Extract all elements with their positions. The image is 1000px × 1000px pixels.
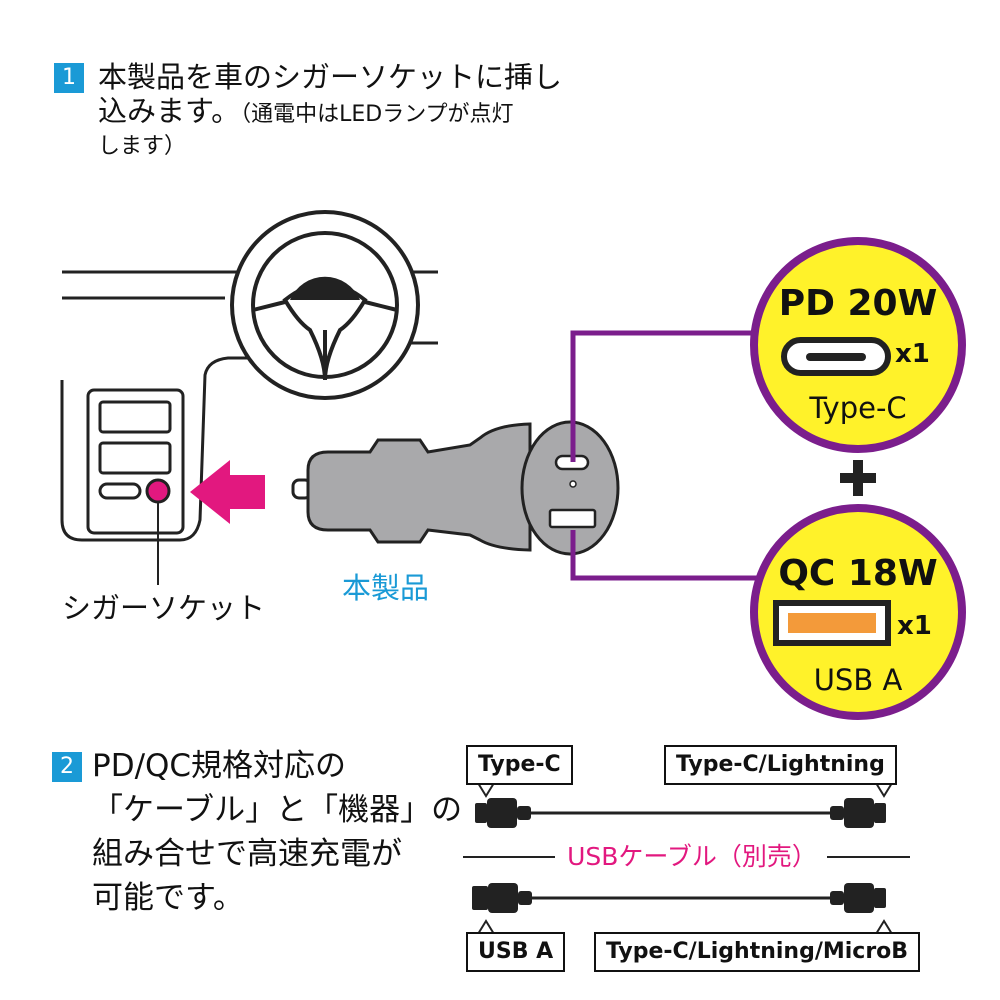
step-1-note: （通電中はLEDランプが点灯 <box>240 102 514 127</box>
led-lamp-icon <box>569 480 577 488</box>
cable-top-left-label: Type-C <box>466 745 573 785</box>
pd-count: x1 <box>895 339 930 369</box>
usb-cable-separate-label: USBケーブル（別売） <box>567 842 817 871</box>
step-1-instructions: 本製品を車のシガーソケットに挿し 込みます。（通電中はLEDランプが点灯 します… <box>98 60 598 162</box>
step-1-number: 1 <box>54 63 84 93</box>
usb-a-cable-icon <box>472 883 886 913</box>
cable-top-right-label: Type-C/Lightning <box>664 745 897 785</box>
step-2-instructions: PD/QC規格対応の 「ケーブル」と「機器」の 組み合せで高速充電が 可能です。 <box>92 744 463 920</box>
step-1-line-3: します） <box>98 134 187 159</box>
step-2-line-3: 組み合せで高速充電が <box>92 836 402 872</box>
qc-count: x1 <box>897 611 932 641</box>
qc-title: QC 18W <box>778 553 938 594</box>
cable-bottom-left-label: USB A <box>466 932 566 972</box>
step-2-line-2: 「ケーブル」と「機器」の <box>92 792 463 828</box>
cigar-socket-icon <box>145 478 171 504</box>
charger-body <box>291 420 620 556</box>
insert-arrow-icon <box>190 460 265 524</box>
step-2-number: 2 <box>52 752 82 782</box>
plus-icon <box>840 460 876 496</box>
dashboard-lines <box>60 270 438 542</box>
step-2-line-4: 可能です。 <box>92 880 244 916</box>
port-leader-lines <box>570 330 760 581</box>
qc-type: USB A <box>813 663 903 697</box>
step-2-line-1: PD/QC規格対応の <box>92 748 347 784</box>
socket-label: シガーソケット <box>62 591 266 625</box>
pd-title: PD 20W <box>778 283 938 324</box>
product-label: 本製品 <box>342 571 430 605</box>
step-1-line-2: 込みます。 <box>98 94 241 128</box>
steering-wheel-icon <box>230 210 420 400</box>
usb-c-cable-icon <box>475 798 886 828</box>
usb-a-port-icon <box>548 508 597 529</box>
step-1-line-1: 本製品を車のシガーソケットに挿し <box>98 60 563 94</box>
control-panel <box>86 388 185 535</box>
pd-type: Type-C <box>809 391 907 425</box>
steering-column <box>290 276 360 300</box>
cable-bottom-right-label: Type-C/Lightning/MicroB <box>594 932 921 972</box>
label-pointers <box>477 782 893 935</box>
